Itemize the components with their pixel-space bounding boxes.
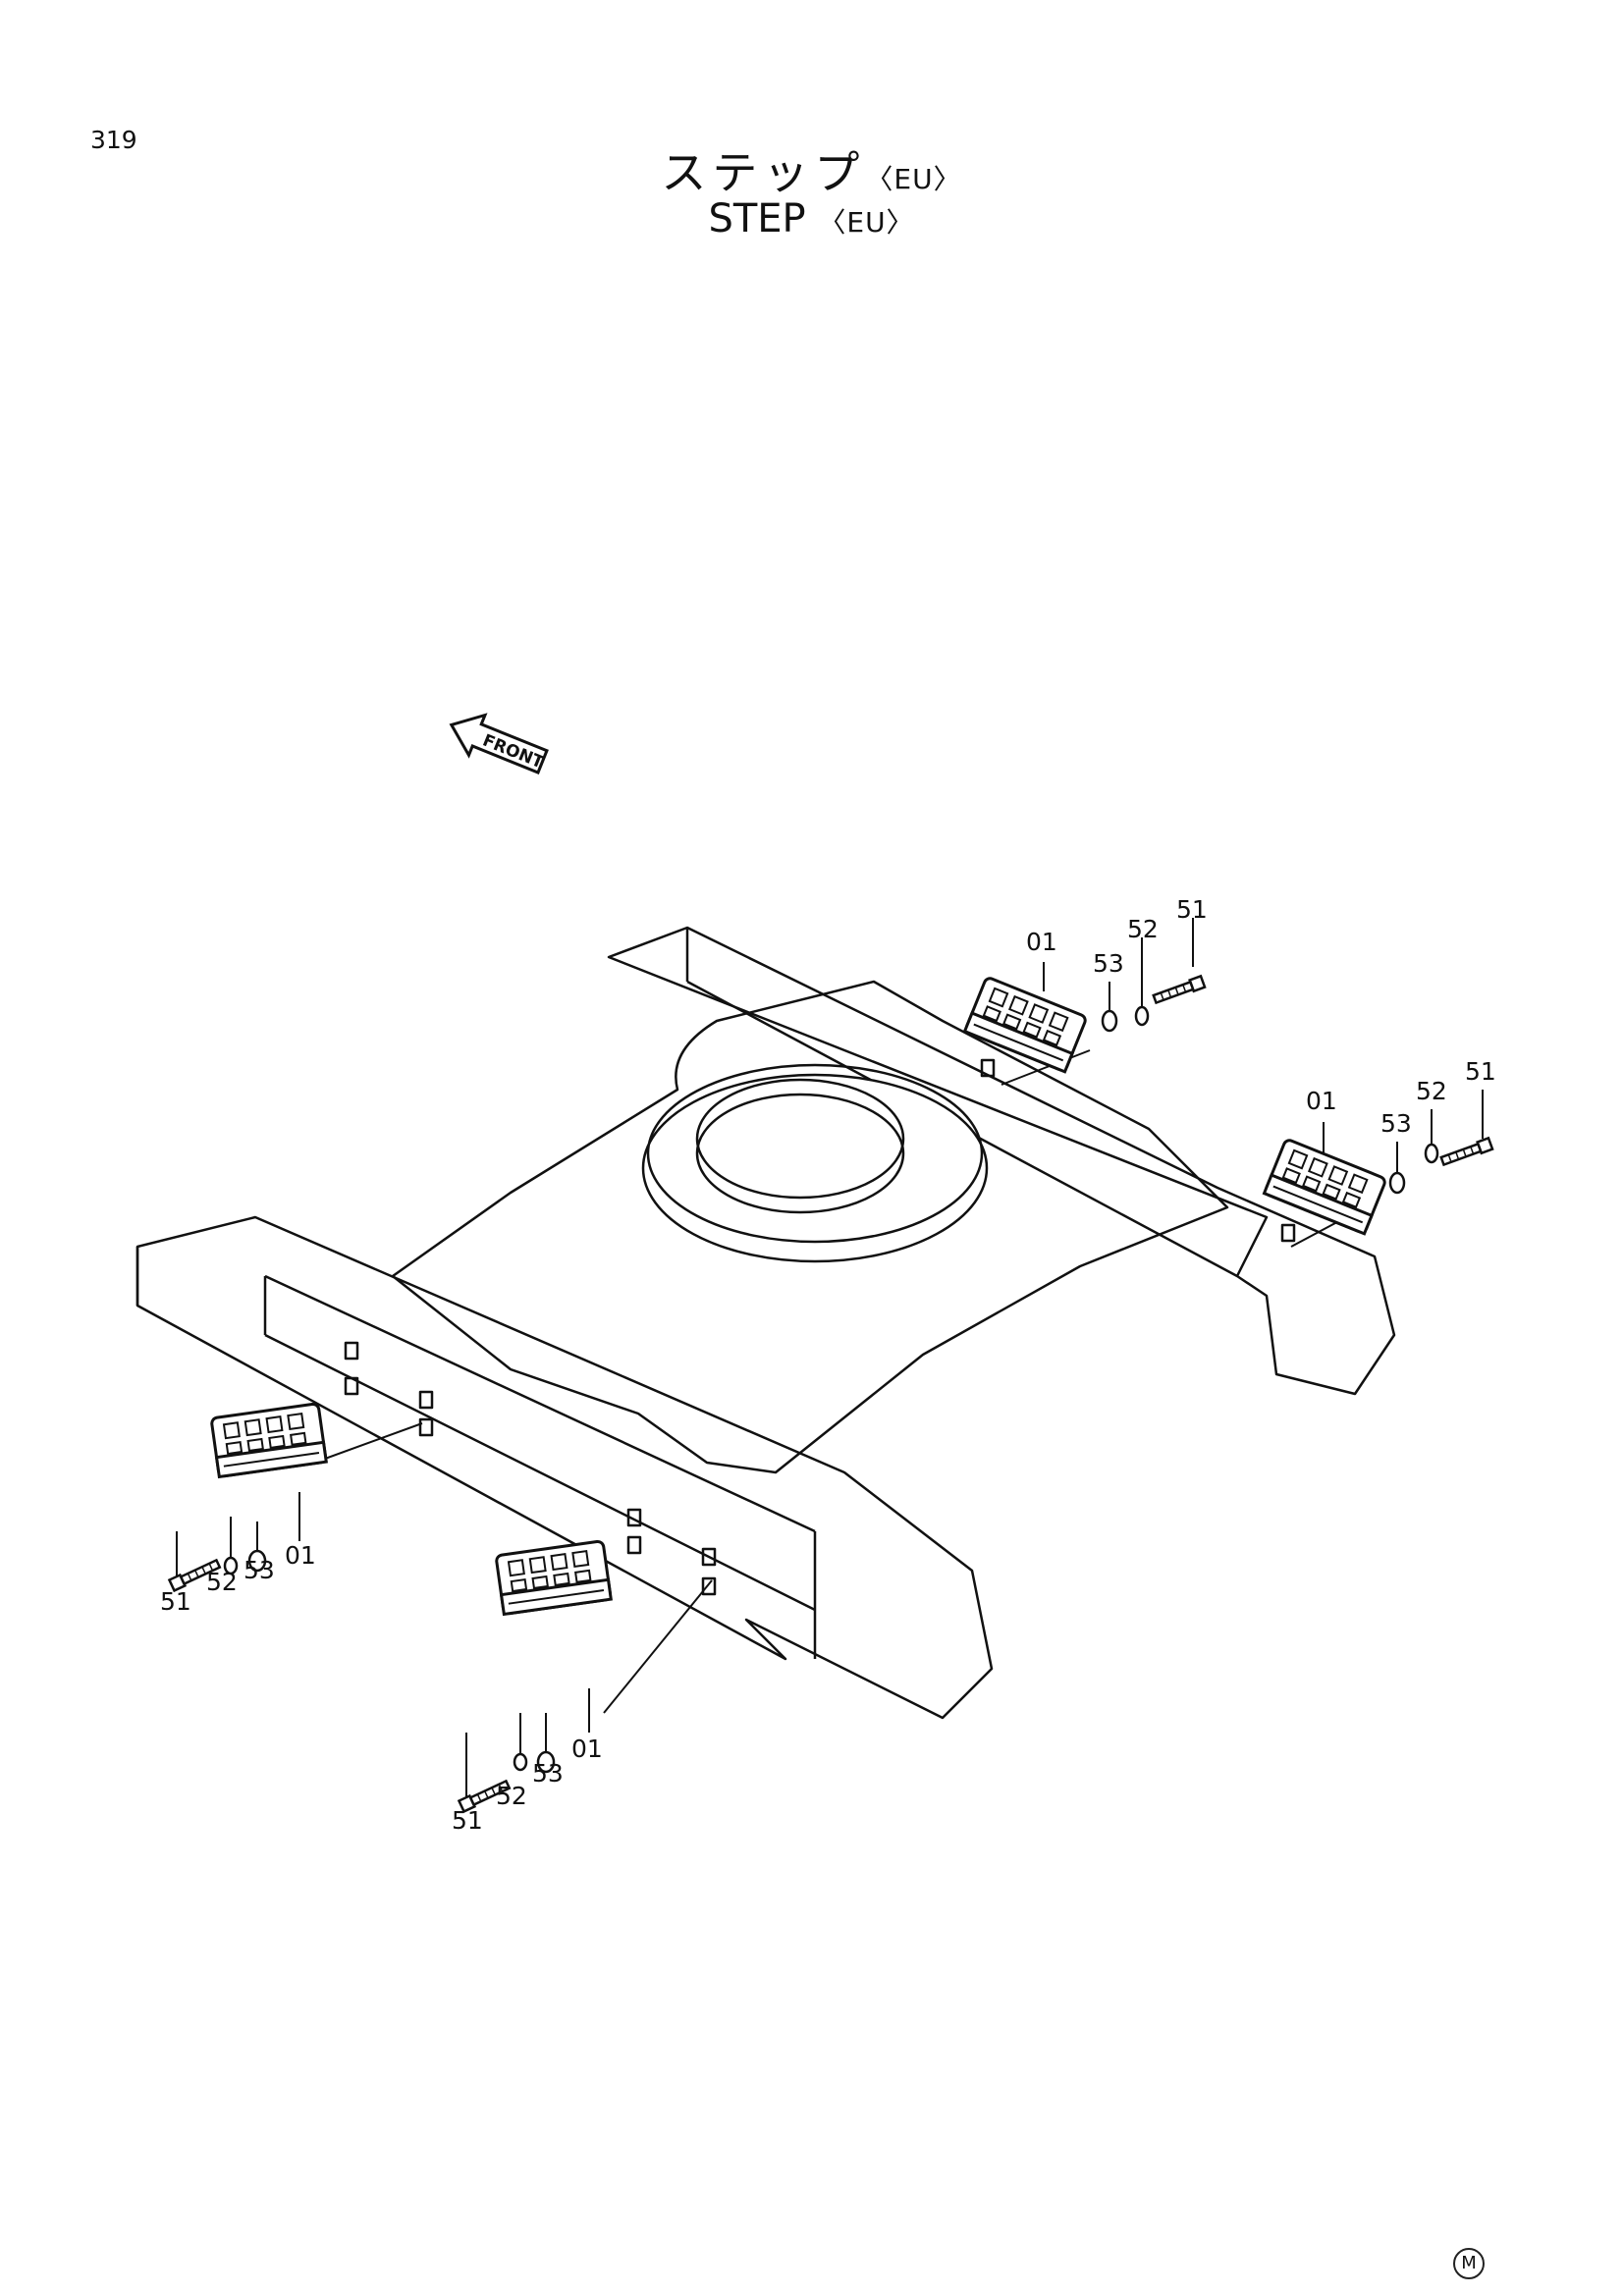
manual-mark-icon: M [1453,2248,1485,2279]
title-japanese-text: ステップ [661,146,866,199]
callout-label: 52 [1416,1077,1447,1105]
title-japanese: ステップ〈EU〉 [0,137,1623,202]
callout-label: 01 [1026,928,1057,956]
callout-label: 53 [532,1759,564,1788]
callout-label: 52 [206,1568,238,1596]
callout-label: 53 [1093,949,1124,978]
page-number: 319 [90,126,137,154]
callout-labels: 01 53 52 51 01 53 52 51 51 52 53 01 51 5… [160,895,1496,1835]
step-part-upper-right [1263,1137,1388,1236]
bolt-upper-right [1438,1137,1494,1168]
step-part-lower-left [209,1402,328,1478]
callout-label: 01 [571,1735,603,1763]
callout-label: 51 [160,1587,191,1616]
leader-lines [176,918,1484,1801]
callout-label: 53 [243,1556,275,1584]
step-part-upper-left [963,975,1089,1074]
title-japanese-suffix: 〈EU〉 [865,163,962,195]
callout-label: 51 [1176,895,1208,924]
lower-frame-drawing [135,926,1396,1720]
callout-label: 53 [1380,1109,1412,1138]
front-arrow-icon: FRONT [449,713,549,774]
callout-label: 01 [1306,1087,1337,1115]
bolt-upper-left [1151,975,1207,1006]
washers [223,1005,1439,1774]
callout-label: 01 [285,1541,316,1570]
callout-label: 52 [1127,915,1159,943]
title-english: STEP 〈EU〉 [0,196,1623,241]
callout-label: 52 [496,1782,527,1810]
step-part-lower-right [494,1539,613,1616]
callout-label: 51 [452,1806,483,1835]
title-english-text: STEP [708,196,806,241]
title-english-suffix: 〈EU〉 [818,206,915,239]
callout-label: 51 [1465,1057,1496,1086]
